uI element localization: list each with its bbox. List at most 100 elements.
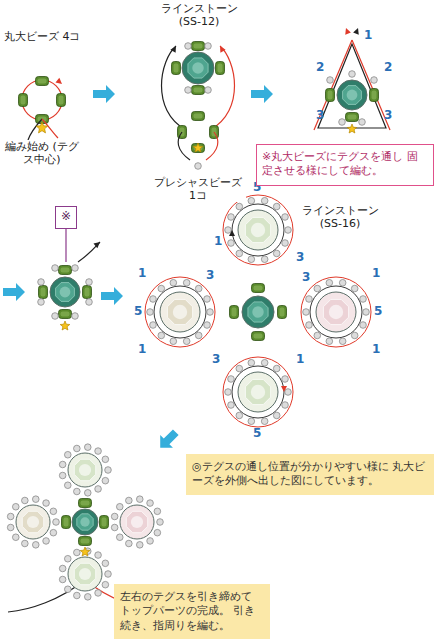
- precious-bead: [111, 513, 118, 520]
- precious-bead: [38, 279, 45, 286]
- step-arrow: [3, 283, 25, 301]
- callout-number: 3: [212, 352, 220, 366]
- rhinestone: [173, 305, 187, 319]
- thread-line: [206, 132, 218, 160]
- round-bead: [252, 332, 265, 341]
- precious-bead: [314, 332, 321, 339]
- rhinestone: [72, 509, 98, 535]
- callout-number: 1: [372, 342, 380, 356]
- precious-bead: [74, 592, 81, 599]
- part-label: ラインストーン (SS-16): [298, 204, 382, 230]
- precious-bead: [22, 497, 29, 504]
- precious-bead: [150, 296, 157, 303]
- precious-bead: [195, 332, 202, 339]
- thread-line: [232, 204, 284, 256]
- rhinestone: [74, 563, 95, 584]
- rhinestone: [323, 299, 348, 324]
- precious-bead: [261, 256, 268, 263]
- precious-bead: [84, 490, 91, 497]
- precious-bead: [207, 309, 214, 316]
- callout-number: 3: [302, 270, 310, 284]
- precious-bead: [111, 524, 118, 531]
- round-bead: [348, 115, 357, 120]
- precious-bead: [64, 451, 71, 458]
- rhinestone: [251, 385, 265, 399]
- round-bead: [192, 42, 205, 51]
- precious-bead: [50, 529, 57, 536]
- precious-bead: [228, 214, 235, 221]
- rhinestone: [27, 516, 39, 528]
- rhinestone: [74, 459, 95, 480]
- step-arrow: [251, 85, 273, 103]
- precious-bead: [102, 581, 109, 588]
- rhinestone: [126, 511, 147, 532]
- precious-bead: [32, 496, 39, 503]
- round-bead: [41, 288, 46, 297]
- precious-bead: [74, 488, 81, 495]
- precious-bead: [170, 279, 177, 286]
- thread-line: [310, 286, 362, 338]
- precious-bead: [150, 322, 157, 329]
- precious-bead: [195, 285, 202, 292]
- round-bead: [81, 539, 90, 544]
- precious-bead: [170, 338, 177, 345]
- precious-bead: [126, 540, 133, 547]
- callout-number: 2: [384, 60, 392, 74]
- precious-bead: [185, 87, 192, 94]
- thread-line: [145, 277, 215, 347]
- precious-bead: [349, 71, 356, 78]
- round-bead: [61, 312, 70, 317]
- precious-bead: [32, 542, 39, 549]
- thread-line: [223, 195, 293, 265]
- callout-number: 5: [134, 304, 142, 318]
- precious-bead: [7, 524, 14, 531]
- rhinestone: [238, 372, 278, 412]
- precious-bead: [273, 250, 280, 257]
- callout-number: 3: [296, 250, 304, 264]
- precious-bead: [282, 376, 289, 383]
- round-bead: [194, 114, 203, 119]
- step-arrow: [93, 85, 115, 103]
- precious-bead: [261, 197, 268, 204]
- round-bead: [36, 77, 49, 86]
- rhinestone: [120, 505, 154, 539]
- precious-bead: [53, 519, 60, 526]
- precious-bead: [50, 508, 57, 515]
- thread-line: [210, 46, 235, 130]
- precious-bead: [72, 265, 79, 272]
- precious-bead: [303, 309, 310, 316]
- rhinestone: [347, 90, 358, 101]
- precious-bead: [59, 576, 66, 583]
- precious-bead: [183, 279, 190, 286]
- rhinestone: [77, 514, 93, 530]
- thread-arrow: [93, 240, 101, 248]
- precious-bead: [84, 444, 91, 451]
- note-text: 左右のテグスを引き締めて トップパーツの完成。 引き続き、指周りを編む。: [120, 590, 264, 633]
- precious-bead: [126, 497, 133, 504]
- thread-arrow: [343, 27, 351, 35]
- precious-bead: [236, 250, 243, 257]
- round-bead: [174, 64, 179, 73]
- round-bead: [192, 144, 205, 153]
- round-bead: [59, 266, 72, 275]
- round-bead: [61, 268, 70, 273]
- round-bead: [372, 91, 377, 100]
- callout-number: 1: [296, 352, 304, 366]
- precious-bead: [95, 590, 102, 597]
- round-bead: [370, 89, 379, 102]
- rhinestone: [329, 305, 343, 319]
- rhinestone: [50, 277, 80, 307]
- thread-line: [318, 44, 386, 128]
- rhinestone: [60, 287, 71, 298]
- precious-bead: [326, 279, 333, 286]
- rhinestone: [248, 302, 268, 322]
- precious-bead: [95, 486, 102, 493]
- round-bead: [100, 516, 109, 529]
- precious-bead: [360, 296, 367, 303]
- precious-bead: [282, 240, 289, 247]
- round-bead: [280, 308, 285, 317]
- callout-number: 3: [206, 268, 214, 282]
- precious-bead: [339, 119, 346, 126]
- precious-bead: [248, 256, 255, 263]
